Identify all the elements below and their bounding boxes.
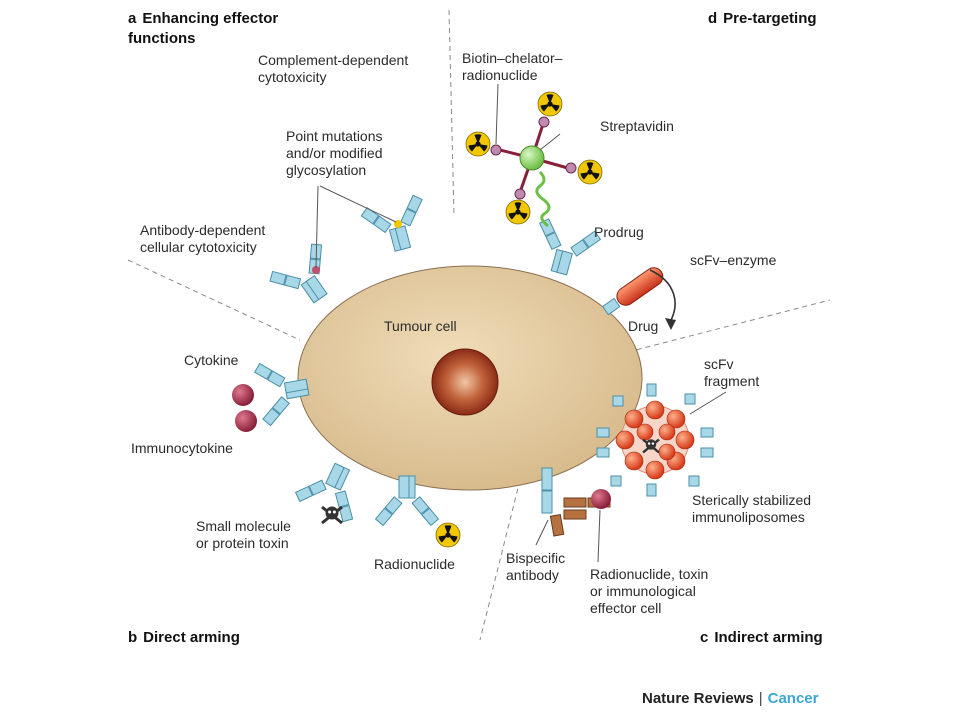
label-biotin-line1: Biotin–chelator–: [462, 50, 563, 66]
cytokine-ball-2: [235, 410, 257, 432]
label-point-mutations-line2: and/or modified: [286, 145, 383, 161]
effector-ball: [591, 489, 611, 509]
label-immunoliposomes-line1: Sterically stabilized: [692, 492, 812, 508]
label-point-mutations: Point mutations and/or modified glycosyl…: [286, 128, 383, 179]
label-tumour-cell: Tumour cell: [384, 318, 457, 334]
label-adcc-line2: cellular cytotoxicity: [140, 239, 257, 255]
label-cdc: Complement-dependent cytotoxicity: [258, 52, 408, 86]
section-d-title: d Pre-targeting: [708, 10, 817, 28]
label-cdc-line2: cytotoxicity: [258, 69, 327, 85]
radionuclide-icon-4: [505, 199, 531, 225]
label-bispecific-line2: antibody: [506, 567, 559, 583]
label-cytokine: Cytokine: [184, 352, 239, 368]
label-drug: Drug: [628, 318, 659, 334]
label-toxin-line2: or protein toxin: [196, 535, 289, 551]
label-biotin-line2: radionuclide: [462, 67, 538, 83]
label-scfv-fragment-line2: fragment: [704, 373, 760, 389]
antibody-adcc: [265, 239, 347, 317]
label-radionuclide: Radionuclide: [374, 556, 455, 572]
label-effector: Radionuclide, toxin or immunological eff…: [590, 566, 708, 617]
label-adcc: Antibody-dependent cellular cytotoxicity: [140, 222, 265, 256]
section-d-title-text: Pre-targeting: [723, 10, 817, 27]
toxin-skull-icon: [320, 505, 344, 525]
radionuclide-icon-1: [465, 131, 491, 157]
journal-topic: Cancer: [767, 690, 819, 707]
section-a-title-line1: Enhancing effector: [142, 10, 279, 27]
quadrant-dividers: [127, 9, 831, 641]
section-a-title: a Enhancing effector: [128, 10, 278, 28]
label-toxin-line1: Small molecule: [196, 518, 291, 534]
antibody-pretargeting: [527, 216, 603, 282]
label-point-mutations-line3: glycosylation: [286, 162, 367, 178]
section-b-title-text: Direct arming: [143, 629, 240, 646]
label-immunoliposomes-line2: immunoliposomes: [692, 509, 805, 525]
label-effector-line3: effector cell: [590, 600, 662, 616]
conversion-arrowhead: [665, 318, 676, 330]
scfv-enzyme: [601, 267, 664, 316]
nucleus: [431, 348, 499, 416]
section-b-title: b Direct arming: [128, 629, 240, 647]
label-biotin: Biotin–chelator– radionuclide: [462, 50, 562, 84]
immunoliposome: [596, 383, 714, 497]
section-a-letter: a: [128, 10, 137, 27]
section-b-letter: b: [128, 629, 138, 646]
section-c-title-text: Indirect arming: [714, 629, 823, 646]
streptavidin-complex: [490, 116, 577, 228]
section-d-letter: d: [708, 10, 718, 27]
journal-separator: |: [758, 690, 763, 707]
label-streptavidin: Streptavidin: [600, 118, 674, 134]
label-immunocytokine: Immunocytokine: [131, 440, 233, 456]
glycosylation-mark-left: [312, 266, 320, 274]
section-a-title-line2: functions: [128, 30, 196, 47]
label-scfv-fragment: scFv fragment: [704, 356, 759, 390]
conversion-arrow: [649, 269, 676, 323]
label-effector-line2: or immunological: [590, 583, 696, 599]
leader-lines: [315, 83, 727, 563]
label-adcc-line1: Antibody-dependent: [140, 222, 266, 238]
label-effector-line1: Radionuclide, toxin: [590, 566, 709, 582]
label-point-mutations-line1: Point mutations: [286, 128, 383, 144]
cytokine-ball: [232, 384, 254, 406]
journal-credit: Nature Reviews|Cancer: [642, 690, 818, 707]
label-prodrug: Prodrug: [594, 224, 644, 240]
section-c-title: c Indirect arming: [700, 629, 823, 647]
label-bispecific: Bispecific antibody: [506, 550, 565, 584]
label-immunoliposomes: Sterically stabilized immunoliposomes: [692, 492, 811, 526]
journal-name: Nature Reviews: [642, 690, 754, 707]
radionuclide-icon-2: [537, 91, 563, 117]
label-scfv-fragment-line1: scFv: [704, 356, 734, 372]
label-bispecific-line1: Bispecific: [506, 550, 566, 566]
label-toxin: Small molecule or protein toxin: [196, 518, 291, 552]
radionuclide-icon-3: [577, 159, 603, 185]
radionuclide-icon: [435, 522, 461, 548]
label-cdc-line1: Complement-dependent: [258, 52, 409, 68]
section-c-letter: c: [700, 629, 709, 646]
label-scfv-enzyme: scFv–enzyme: [690, 252, 777, 268]
